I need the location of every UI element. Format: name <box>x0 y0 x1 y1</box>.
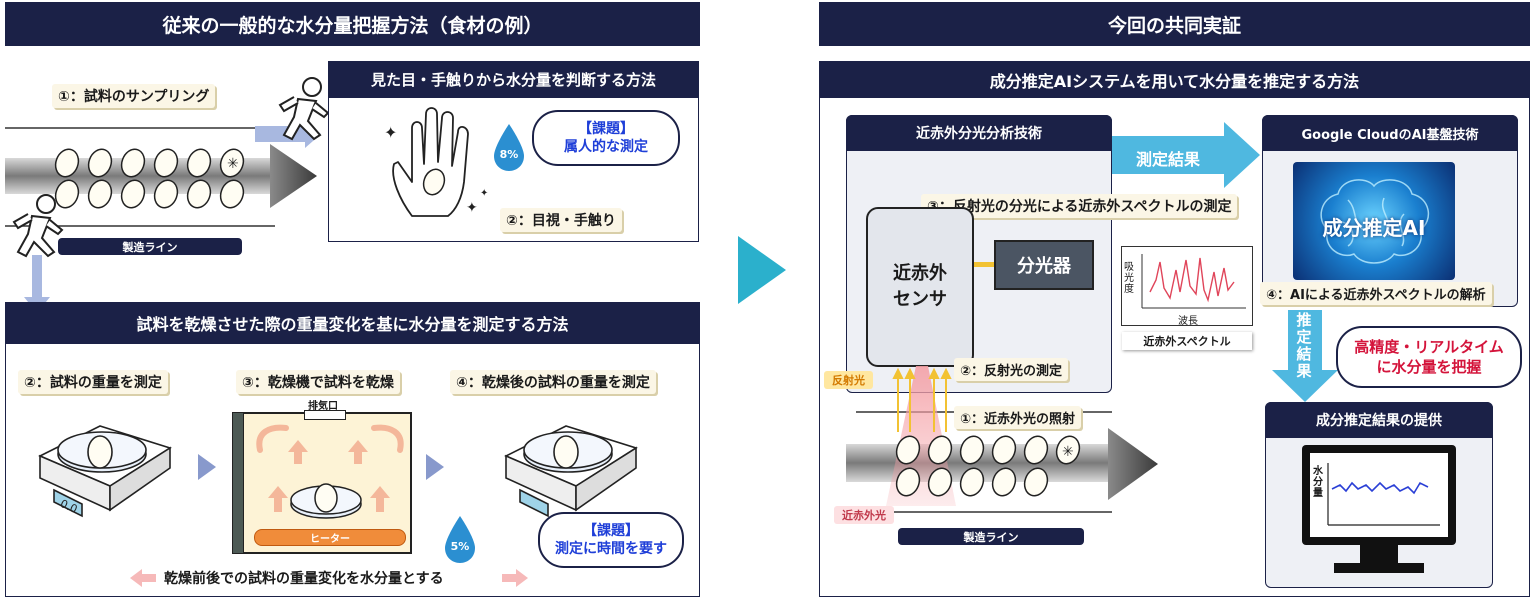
left-title: 従来の一般的な水分量把握方法（食材の例） <box>5 2 700 46</box>
right-step2-label: ②：反射光の測定 <box>954 358 1069 381</box>
right-subtitle: 成分推定AIシステムを用いて水分量を推定する方法 <box>819 61 1530 98</box>
issue-text: 属人的な測定 <box>564 139 648 155</box>
estimate-result-arrow <box>1272 310 1338 402</box>
heat-arrows-icon <box>256 424 404 512</box>
drying-step3-label: ③：乾燥機で試料を乾燥 <box>236 370 400 394</box>
result-provision-title: 成分推定結果の提供 <box>1265 402 1493 438</box>
drop-percent-5: 5% <box>450 540 470 553</box>
drying-method-title: 試料を乾燥させた際の重量変化を基に水分量を測定する方法 <box>5 302 700 344</box>
ai-brain-image <box>1293 162 1455 280</box>
gc-tech-title: Google CloudのAI基盤技術 <box>1262 115 1518 151</box>
petri-dish-icon <box>290 483 362 519</box>
measure-result-label: 測定結果 <box>1136 150 1201 169</box>
right-title: 今回の共同実証 <box>819 2 1530 46</box>
right-step4-label: ④：AIによる近赤外スペクトルの解析 <box>1260 282 1492 305</box>
svg-text:✳: ✳ <box>227 156 239 172</box>
sensor-label-line1: 近赤外 <box>893 263 947 284</box>
heater-bar: ヒーター <box>254 529 406 546</box>
svg-text:✳: ✳ <box>1062 444 1074 460</box>
monitor-ylabel: 水分量 <box>1313 466 1323 499</box>
drying-step4-label: ④：乾燥後の試料の重量を測定 <box>450 370 656 394</box>
nir-light-tag: 近赤外光 <box>834 506 894 524</box>
drop-percent-8: 8% <box>499 148 519 161</box>
spectrum-caption: 近赤外スペクトル <box>1122 332 1252 350</box>
spectrometer-box: 分光器 <box>994 240 1094 290</box>
issue-text: 測定に時間を要す <box>555 541 667 557</box>
dryer-door <box>232 412 244 554</box>
sensor-connector <box>974 262 994 267</box>
top-production-line: ✳ <box>5 120 321 227</box>
left-step1-label: ①：試料のサンプリング <box>52 84 216 108</box>
brain-icon <box>1320 179 1430 264</box>
svg-text:✦: ✦ <box>384 123 397 142</box>
sensor-label-line2: センサ <box>893 289 947 310</box>
running-person-icon <box>278 77 330 141</box>
issue-heading: 【課題】 <box>578 121 634 137</box>
dryer-exhaust-vent <box>304 410 346 420</box>
water-drop-icon <box>494 124 524 171</box>
right-step3-label: ③：反射光の分光による近赤外スペクトルの測定 <box>921 194 1238 218</box>
down-arrow-icon <box>24 255 50 313</box>
right-step1-label: ①：近赤外光の照射 <box>954 406 1082 429</box>
weighing-scale-icon <box>38 425 172 518</box>
right-line-label: 製造ライン <box>898 528 1084 545</box>
measure-result-arrow <box>1112 122 1260 188</box>
weighing-scale-icon <box>504 425 638 518</box>
hand-icon: ✦ ✦ ✦ <box>384 107 488 217</box>
svg-text:✦: ✦ <box>480 188 488 199</box>
running-person-icon <box>12 194 64 258</box>
spectrum-plot <box>1141 254 1246 309</box>
nir-tech-title: 近赤外分光分析技術 <box>846 115 1112 151</box>
ai-label: 成分推定AI <box>1322 216 1426 240</box>
svg-text:✦: ✦ <box>466 200 478 216</box>
issue-callout-subjective: 【課題】 属人的な測定 <box>532 110 680 166</box>
dryer-exhaust-label: 排気口 <box>308 401 338 412</box>
chevron-right-icon <box>426 454 444 480</box>
chevron-right-icon <box>738 236 786 304</box>
left-arrow-icon <box>130 569 156 587</box>
estimate-result-label: 推定結果 <box>1296 311 1312 380</box>
nir-production-line: ✳ <box>846 366 1158 513</box>
accuracy-line2: に水分量を把握 <box>1376 358 1482 376</box>
nir-sensor-box: 近赤外 センサ <box>866 207 974 367</box>
visual-method-title: 見た目・手触りから水分量を判断する方法 <box>328 61 699 98</box>
chevron-right-icon <box>198 454 216 480</box>
drying-step2-label: ②：試料の重量を測定 <box>18 370 168 394</box>
visual-step2-label: ②：目視・手触り <box>500 208 622 232</box>
right-arrow-icon <box>502 569 528 587</box>
accuracy-line1: 高精度・リアルタイム <box>1354 338 1504 356</box>
issue-heading: 【課題】 <box>583 523 639 539</box>
water-drop-icon <box>445 516 475 563</box>
issue-callout-time: 【課題】 測定に時間を要す <box>538 512 684 568</box>
spectrum-xlabel: 波長 <box>1178 316 1198 327</box>
reflected-light-tag: 反射光 <box>824 371 873 389</box>
drying-bottom-note: 乾燥前後での試料の重量変化を水分量とする <box>164 571 444 587</box>
monitor-icon <box>1302 445 1456 573</box>
accuracy-callout: 高精度・リアルタイム に水分量を把握 <box>1336 326 1522 388</box>
top-line-label: 製造ライン <box>58 238 242 255</box>
spectrum-ylabel: 吸光度 <box>1124 262 1134 295</box>
